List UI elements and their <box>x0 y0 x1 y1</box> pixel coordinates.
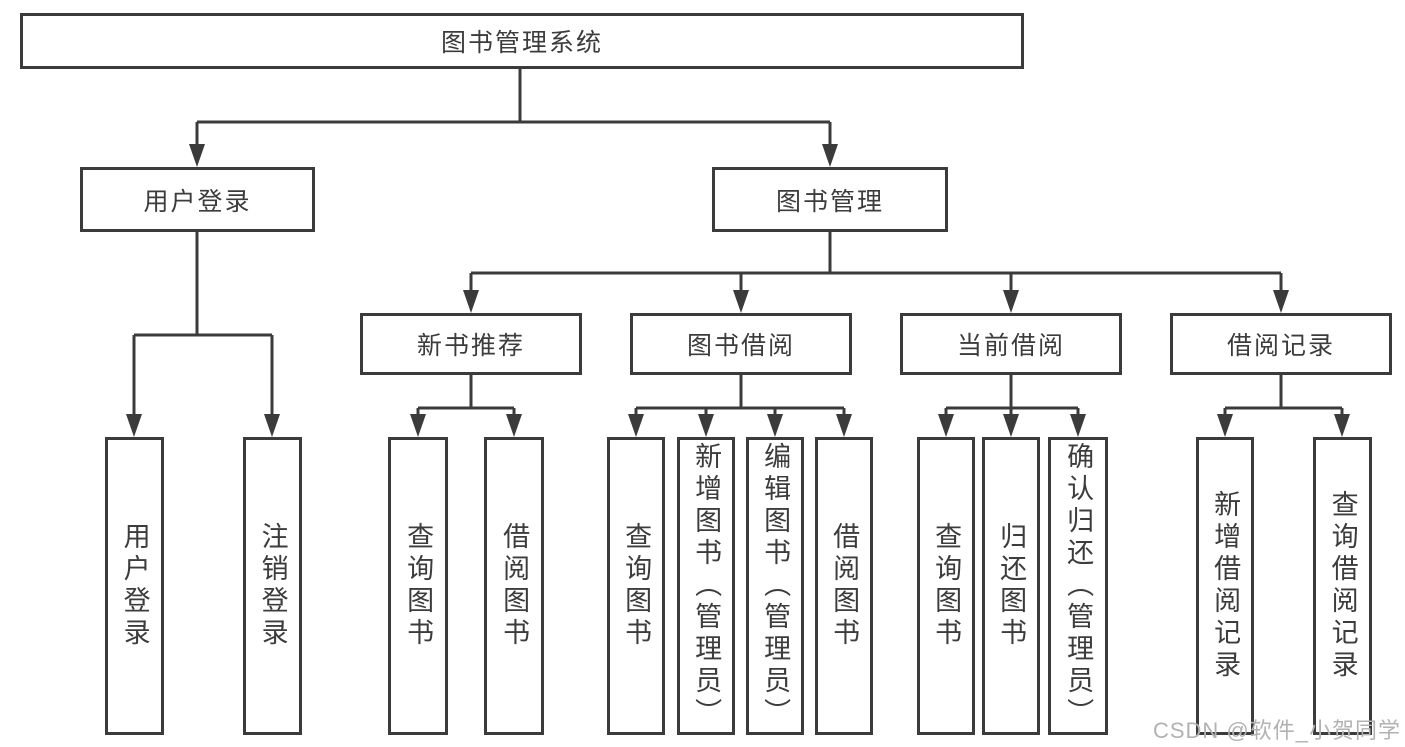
connector-user-login-to-children <box>132 232 274 417</box>
leaf-newrec-borrow-books: 借阅图书 <box>484 437 544 735</box>
arrowhead <box>463 290 479 313</box>
node-new-book-rec: 新书推荐 <box>360 313 582 375</box>
arrowhead <box>189 144 205 167</box>
arrowhead <box>1070 414 1086 437</box>
arrowhead <box>938 414 954 437</box>
arrowhead <box>1003 414 1019 437</box>
leaf-current-query-books: 查询图书 <box>917 437 975 735</box>
node-root: 图书管理系统 <box>20 13 1024 69</box>
connector-book-borrow-to-children <box>634 375 846 417</box>
node-book-mgmt: 图书管理 <box>712 167 948 232</box>
leaf-borrow-query-books: 查询图书 <box>607 437 665 735</box>
leaf-current-return-books: 归还图书 <box>982 437 1040 735</box>
arrowhead <box>698 414 714 437</box>
connector-book-mgmt-to-modules <box>469 232 1283 293</box>
connector-new-book-rec-to-children <box>416 375 516 417</box>
leaf-borrow-add-books: 新增图书（管理员） <box>677 437 735 735</box>
arrowhead <box>264 414 280 437</box>
arrowhead <box>822 144 838 167</box>
leaf-records-add-record: 新增借阅记录 <box>1196 437 1254 735</box>
arrowhead <box>506 414 522 437</box>
node-user-login: 用户登录 <box>80 167 315 232</box>
arrowhead <box>1273 290 1289 313</box>
arrowhead <box>126 414 142 437</box>
leaf-records-query-record: 查询借阅记录 <box>1313 437 1372 735</box>
arrowhead <box>1003 290 1019 313</box>
arrowhead <box>1334 414 1350 437</box>
connector-root-to-level2 <box>195 69 832 147</box>
leaf-newrec-query-books: 查询图书 <box>388 437 448 735</box>
connector-current-borrow-to-children <box>944 375 1080 417</box>
arrowhead <box>733 290 749 313</box>
node-book-borrow: 图书借阅 <box>630 313 852 375</box>
leaf-user-login: 用户登录 <box>105 437 164 735</box>
leaf-logout: 注销登录 <box>243 437 302 735</box>
node-current-borrow: 当前借阅 <box>900 313 1122 375</box>
arrowhead <box>1217 414 1233 437</box>
node-borrow-records: 借阅记录 <box>1170 313 1392 375</box>
leaf-borrow-borrow-books: 借阅图书 <box>815 437 873 735</box>
leaf-current-confirm-return: 确认归还（管理员） <box>1048 437 1108 735</box>
connector-borrow-records-to-children <box>1223 375 1344 417</box>
leaf-borrow-edit-books: 编辑图书（管理员） <box>746 437 804 735</box>
arrowhead <box>628 414 644 437</box>
arrowhead <box>410 414 426 437</box>
csdn-watermark: CSDN @软件_小贺同学 <box>1152 718 1401 743</box>
arrowhead <box>767 414 783 437</box>
arrowhead <box>836 414 852 437</box>
